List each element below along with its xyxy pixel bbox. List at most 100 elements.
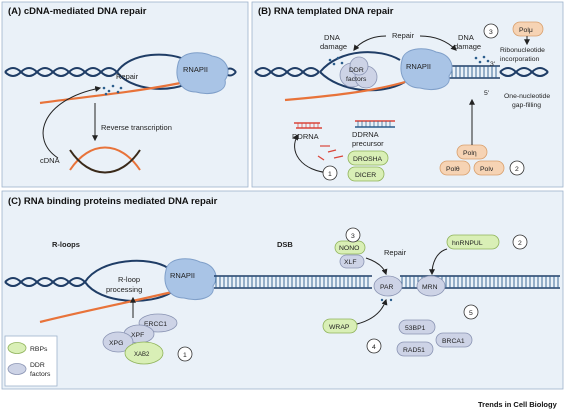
five-prime-label: 5' bbox=[484, 90, 489, 97]
repair-label-b: Repair bbox=[392, 31, 415, 40]
num-1-c: 1 bbox=[183, 352, 187, 359]
dna-damage-a bbox=[102, 84, 123, 96]
repair-arrow-left bbox=[353, 35, 387, 51]
dsb-heading: DSB bbox=[277, 240, 293, 249]
rnapii-c bbox=[164, 258, 217, 300]
rnapii-label-a: RNAPII bbox=[183, 65, 208, 74]
gap-label-1: One-nucleotide bbox=[504, 93, 550, 100]
mrn-label: MRN bbox=[422, 284, 438, 291]
dicer-label: DICER bbox=[355, 172, 376, 179]
ddr-factors-label-1: DDR bbox=[349, 67, 364, 74]
legend-rbps-swatch bbox=[7, 342, 27, 354]
num-4-circle-c bbox=[366, 338, 382, 354]
legend-rbps-label: RBPs bbox=[30, 346, 48, 353]
dna-damage-left-1: DNA bbox=[324, 33, 340, 42]
num-1-circle-b bbox=[322, 165, 338, 181]
panel-c: (C) RNA binding proteins mediated DNA re… bbox=[1, 190, 564, 390]
num-3-circle-b bbox=[483, 23, 499, 39]
wrap-label: WRAP bbox=[329, 324, 350, 331]
num-2-circle-c bbox=[512, 234, 528, 250]
cdna-duplex bbox=[69, 146, 141, 174]
rloop-proc-label-1: R-loop bbox=[118, 275, 140, 284]
dna-damage-left-2: damage bbox=[320, 42, 347, 51]
panel-c-title: (C) RNA binding proteins mediated DNA re… bbox=[8, 196, 218, 207]
xlf-pill bbox=[339, 254, 365, 269]
journal-footer: Trends in Cell Biology bbox=[478, 400, 558, 409]
rna-strand-a bbox=[39, 78, 196, 105]
dicer-pill bbox=[347, 166, 385, 182]
panel-a: (A) cDNA-mediated DNA repair RNAPII Repa… bbox=[1, 1, 249, 188]
ddr-factors-label-2: factors bbox=[346, 76, 367, 83]
xlf-label: XLF bbox=[344, 259, 356, 266]
wrap-pill bbox=[322, 318, 358, 334]
dna-damage-right-1: DNA bbox=[458, 33, 474, 42]
transcription-bubble-b bbox=[319, 51, 401, 73]
pol-mu-pill bbox=[512, 21, 544, 37]
legend-ddr-swatch bbox=[7, 363, 27, 375]
legend-box bbox=[4, 335, 58, 387]
pol-mu-label: Polμ bbox=[519, 27, 533, 34]
mrn-node bbox=[416, 275, 446, 297]
dna-helix-c bbox=[4, 277, 86, 287]
legend-ddr-label-1: DDR bbox=[30, 362, 45, 369]
pol-nu-label: Polν bbox=[480, 166, 494, 173]
panel-a-frame bbox=[1, 1, 249, 188]
ddrna-precursor-label-2: precursor bbox=[352, 139, 384, 148]
rnapii-b bbox=[400, 48, 453, 90]
ribo-label-1: Ribonucleotide bbox=[500, 47, 545, 54]
drosha-label: DROSHA bbox=[353, 156, 383, 163]
num-3-c: 3 bbox=[351, 233, 355, 240]
xab2-node bbox=[124, 341, 164, 365]
hnrnpul-label: hnRNPUL bbox=[452, 240, 483, 247]
rnapii-label-c: RNAPII bbox=[170, 271, 195, 280]
par-label: PAR bbox=[380, 284, 394, 291]
dna-damage-right-2: damage bbox=[454, 42, 481, 51]
ddrna-label: DDRNA bbox=[292, 132, 319, 141]
panel-a-title: (A) cDNA-mediated DNA repair bbox=[8, 6, 147, 17]
panel-b: (B) RNA templated DNA repair R bbox=[251, 1, 564, 188]
ddrna-duplex bbox=[294, 122, 322, 129]
bp53-label: 53BP1 bbox=[405, 325, 426, 332]
num-3-b: 3 bbox=[489, 29, 493, 36]
three-prime-label: 3' bbox=[490, 61, 495, 68]
pol-theta-pill bbox=[439, 160, 471, 176]
num-1-circle-c bbox=[177, 346, 193, 362]
rnapii-a bbox=[176, 52, 229, 94]
rloop-bubble bbox=[84, 259, 169, 283]
xab2-label: XAB2 bbox=[134, 352, 150, 358]
panel-b-frame bbox=[251, 1, 564, 188]
brca1-label: BRCA1 bbox=[442, 338, 465, 345]
ribo-label-2: incorporation bbox=[500, 56, 540, 63]
repair-arrow-c bbox=[365, 257, 388, 276]
rloop-proc-label-2: processing bbox=[106, 285, 142, 294]
cdna-repair-arrow bbox=[42, 86, 102, 159]
repair-label-a: Repair bbox=[116, 72, 139, 81]
wrap-arrow bbox=[356, 298, 388, 325]
legend: RBPs DDR factors bbox=[4, 335, 58, 387]
dna-helix-b bbox=[254, 67, 320, 77]
num-4-c: 4 bbox=[372, 344, 376, 351]
pol-nu-pill bbox=[473, 160, 505, 176]
legend-ddr-label-2: factors bbox=[30, 371, 51, 378]
ddr-factors-b bbox=[339, 56, 378, 89]
panel-b-title: (B) RNA templated DNA repair bbox=[258, 6, 394, 17]
rnapii-label-b: RNAPII bbox=[406, 62, 431, 71]
num-5-c: 5 bbox=[469, 310, 473, 317]
rad51-pill bbox=[396, 341, 434, 357]
brca1-pill bbox=[435, 332, 473, 348]
dna-damage-b-right bbox=[474, 55, 490, 64]
num-2-b: 2 bbox=[515, 166, 519, 173]
nono-label: NONO bbox=[339, 245, 359, 252]
gap-label-2: gap-filling bbox=[512, 102, 541, 109]
pol-theta-label: Polθ bbox=[446, 166, 460, 173]
cdna-label: cDNA bbox=[40, 156, 60, 165]
ddrna-precursor-label-1: DDRNA bbox=[352, 130, 379, 139]
num-1-b: 1 bbox=[328, 171, 332, 178]
panel-c-frame bbox=[1, 190, 564, 390]
rad51-label: RAD51 bbox=[403, 347, 425, 354]
rloops-heading: R-loops bbox=[52, 240, 80, 249]
ercc1-label: ERCC1 bbox=[144, 321, 167, 328]
repair-arrow-right bbox=[419, 35, 457, 51]
xpf-label: XPF bbox=[131, 332, 144, 339]
